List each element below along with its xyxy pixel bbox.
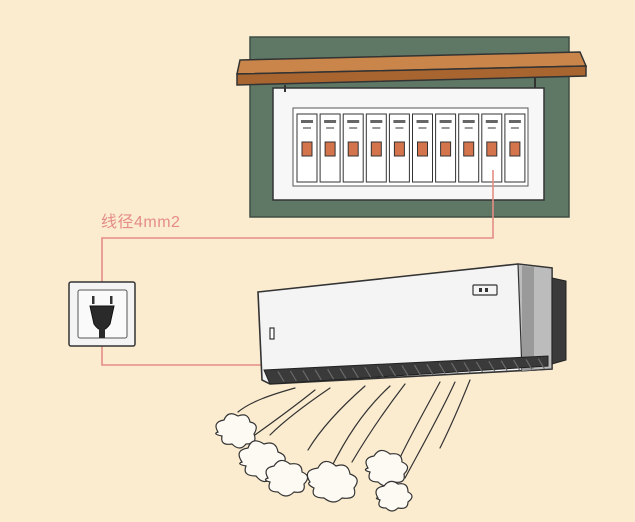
breaker-handle — [440, 141, 452, 157]
breaker-handle — [463, 141, 475, 157]
breaker-handle — [509, 141, 521, 157]
circuit-breaker — [481, 113, 503, 183]
power-plug — [89, 305, 115, 338]
wooden-shelf — [236, 51, 588, 92]
wall-socket — [68, 281, 136, 347]
breaker-handle — [417, 141, 428, 157]
circuit-breaker — [504, 113, 526, 183]
wire-breaker-to-socket — [101, 170, 494, 282]
circuit-breaker — [458, 113, 480, 183]
breaker-handle — [486, 141, 498, 157]
wire-gauge-label: 线径4mm2 — [101, 214, 181, 231]
circuit-breaker — [319, 113, 341, 183]
dust-clouds — [215, 413, 413, 512]
circuit-breaker — [342, 113, 364, 183]
circuit-breaker — [365, 113, 387, 183]
ac-back-bracket — [551, 277, 567, 365]
circuit-breaker — [435, 113, 457, 183]
circuit-breaker — [412, 113, 433, 183]
ac-badge — [269, 327, 275, 340]
breaker-handle — [370, 141, 382, 157]
breaker-handle — [393, 141, 405, 157]
distribution-box — [236, 36, 588, 218]
breaker-handle — [301, 141, 313, 157]
breaker-row — [296, 113, 526, 183]
circuit-breaker — [388, 113, 410, 183]
breaker-handle — [347, 141, 359, 157]
breaker-handle — [324, 141, 336, 157]
air-conditioner — [257, 263, 567, 385]
circuit-breaker — [296, 113, 318, 183]
ac-louvers — [277, 358, 545, 382]
